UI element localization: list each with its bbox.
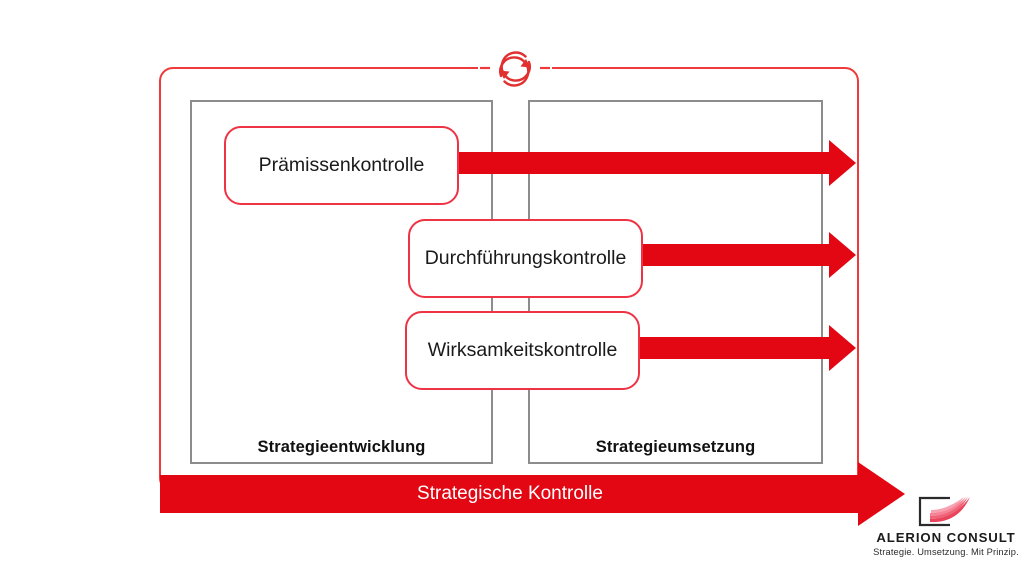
box-durchfuehrungskontrolle[interactable]: Durchführungskontrolle [408,219,643,298]
logo-company-name: ALERION CONSULT [876,530,1016,545]
panel-label-strategieentwicklung: Strategieentwicklung [257,438,426,456]
box-praemissenkontrolle[interactable]: Prämissenkontrolle [224,126,459,205]
bar-label: Strategische Kontrolle [417,483,603,504]
arrow-head [829,232,856,278]
arrow-shaft [628,337,831,359]
company-logo: ALERION CONSULT Strategie. Umsetzung. Mi… [866,495,1026,565]
arrow-head [829,325,856,371]
square-swoosh-icon [914,495,976,531]
arrow-shaft [628,244,831,266]
cycle-arrows-icon [480,45,550,93]
arrow-durchfuehrungskontrolle [628,232,856,278]
bar-arrow-head [858,462,905,526]
frame-top-gap [478,58,552,80]
arrow-wirksamkeitskontrolle [628,325,856,371]
strategische-kontrolle-bar: Strategische Kontrolle [160,462,905,526]
arrow-head [829,140,856,186]
arrow-shaft [446,152,831,174]
bar-shaft [160,475,860,513]
logo-tagline: Strategie. Umsetzung. Mit Prinzip. [873,547,1019,557]
panel-label-strategieumsetzung: Strategieumsetzung [595,438,756,456]
arrow-praemissenkontrolle [446,140,856,186]
box-wirksamkeitskontrolle[interactable]: Wirksamkeitskontrolle [405,311,640,390]
